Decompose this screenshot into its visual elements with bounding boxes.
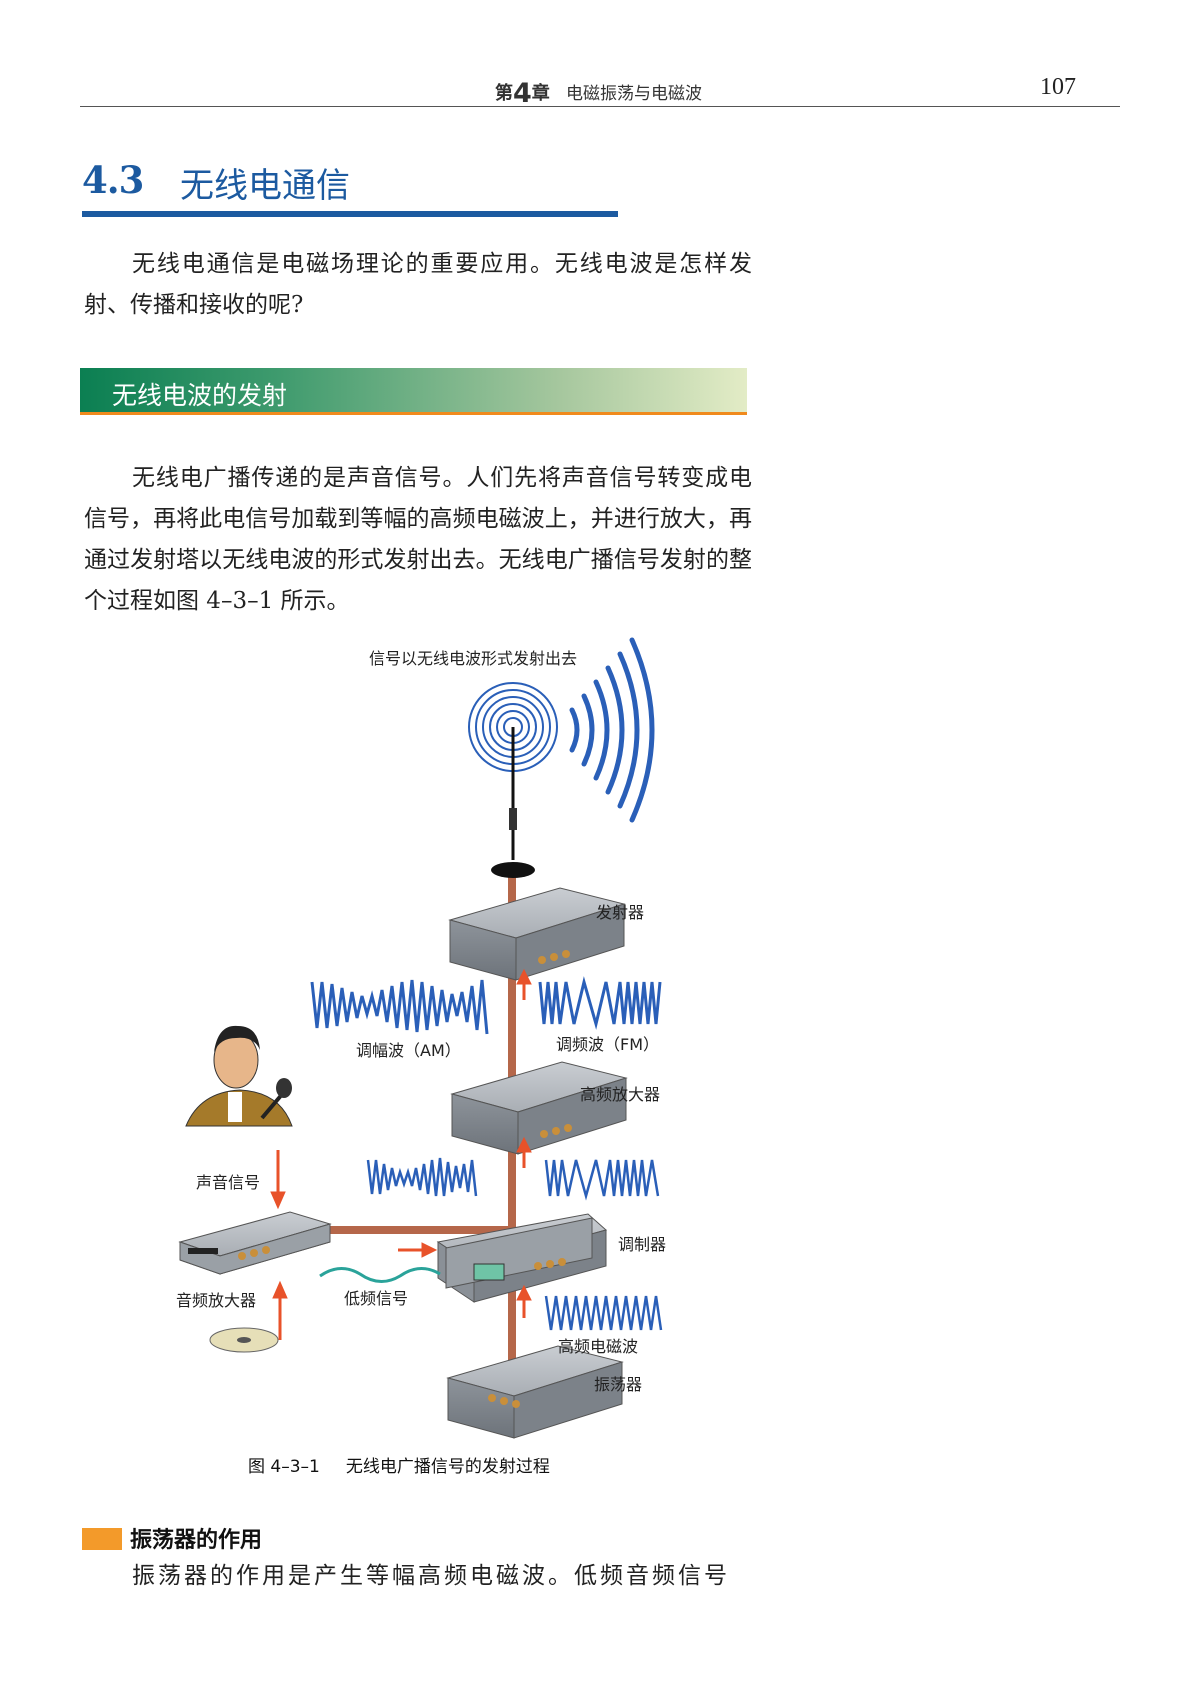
am-wave-small (366, 1157, 478, 1197)
header-divider (80, 106, 1120, 107)
label-sound-signal: 声音信号 (196, 1173, 260, 1192)
subheading-marker (82, 1528, 122, 1550)
subheading-title: 振荡器的作用 (130, 1528, 263, 1553)
subsection-title: 无线电波的发射 (112, 381, 288, 410)
am-wave-large (310, 979, 489, 1035)
oscillator-box (446, 1345, 624, 1439)
subsection-band (80, 368, 747, 412)
signal-arrows (270, 968, 532, 1340)
modulator-box (436, 1213, 608, 1303)
subsection-band-underline (80, 412, 747, 415)
label-fm: 调频波（FM） (556, 1035, 659, 1054)
chapter-number: 4 (513, 78, 532, 109)
fm-wave-large (538, 976, 662, 1030)
audio-amplifier-box (178, 1211, 332, 1275)
low-frequency-wave (319, 1267, 441, 1283)
label-low-freq: 低频信号 (344, 1289, 408, 1308)
last-paragraph: 振荡器的作用是产生等幅高频电磁波。低频音频信号 (132, 1563, 730, 1589)
chapter-title: 电磁振荡与电磁波 (566, 84, 703, 104)
antenna (491, 727, 535, 878)
intro-paragraph: 无线电通信是电磁场理论的重要应用。无线电波是怎样发射、传播和接收的呢? (84, 251, 752, 318)
label-modulator: 调制器 (618, 1235, 666, 1254)
section-title: 无线电通信 (180, 166, 350, 206)
section-underline (82, 211, 618, 217)
label-transmitter: 发射器 (596, 903, 644, 922)
label-audio-amplifier: 音频放大器 (176, 1291, 256, 1310)
chapter-suffix: 章 (531, 83, 550, 104)
label-am: 调幅波（AM） (356, 1041, 461, 1060)
figure-caption: 图 4–3–1 无线电广播信号的发射过程 (248, 1452, 550, 1477)
hf-carrier-wave (544, 1295, 663, 1331)
figure-caption-number: 图 4–3–1 (248, 1457, 320, 1477)
figure-caption-text: 无线电广播信号的发射过程 (345, 1457, 550, 1477)
chapter-prefix: 第 (495, 83, 513, 104)
speaker-person-icon (185, 1025, 293, 1127)
body-paragraph: 无线电广播传递的是声音信号。人们先将声音信号转变成电信号，再将此电信号加载到等幅… (84, 465, 752, 614)
label-oscillator: 振荡器 (594, 1375, 642, 1394)
transmitter-box (448, 887, 626, 981)
label-hf-wave: 高频电磁波 (558, 1337, 638, 1356)
radio-wave-arcs (569, 637, 655, 823)
signal-pipe-horizontal (328, 1226, 516, 1234)
fm-wave-small (544, 1159, 660, 1201)
section-number: 4.3 (82, 158, 144, 202)
running-header: 第4章 电磁振荡与电磁波 (495, 78, 702, 109)
page-number: 107 (1040, 74, 1076, 100)
label-top: 信号以无线电波形式发射出去 (369, 649, 577, 668)
label-hf-amplifier: 高频放大器 (580, 1085, 660, 1104)
cd-disc-icon (209, 1327, 279, 1353)
hf-amplifier-box (450, 1061, 628, 1155)
